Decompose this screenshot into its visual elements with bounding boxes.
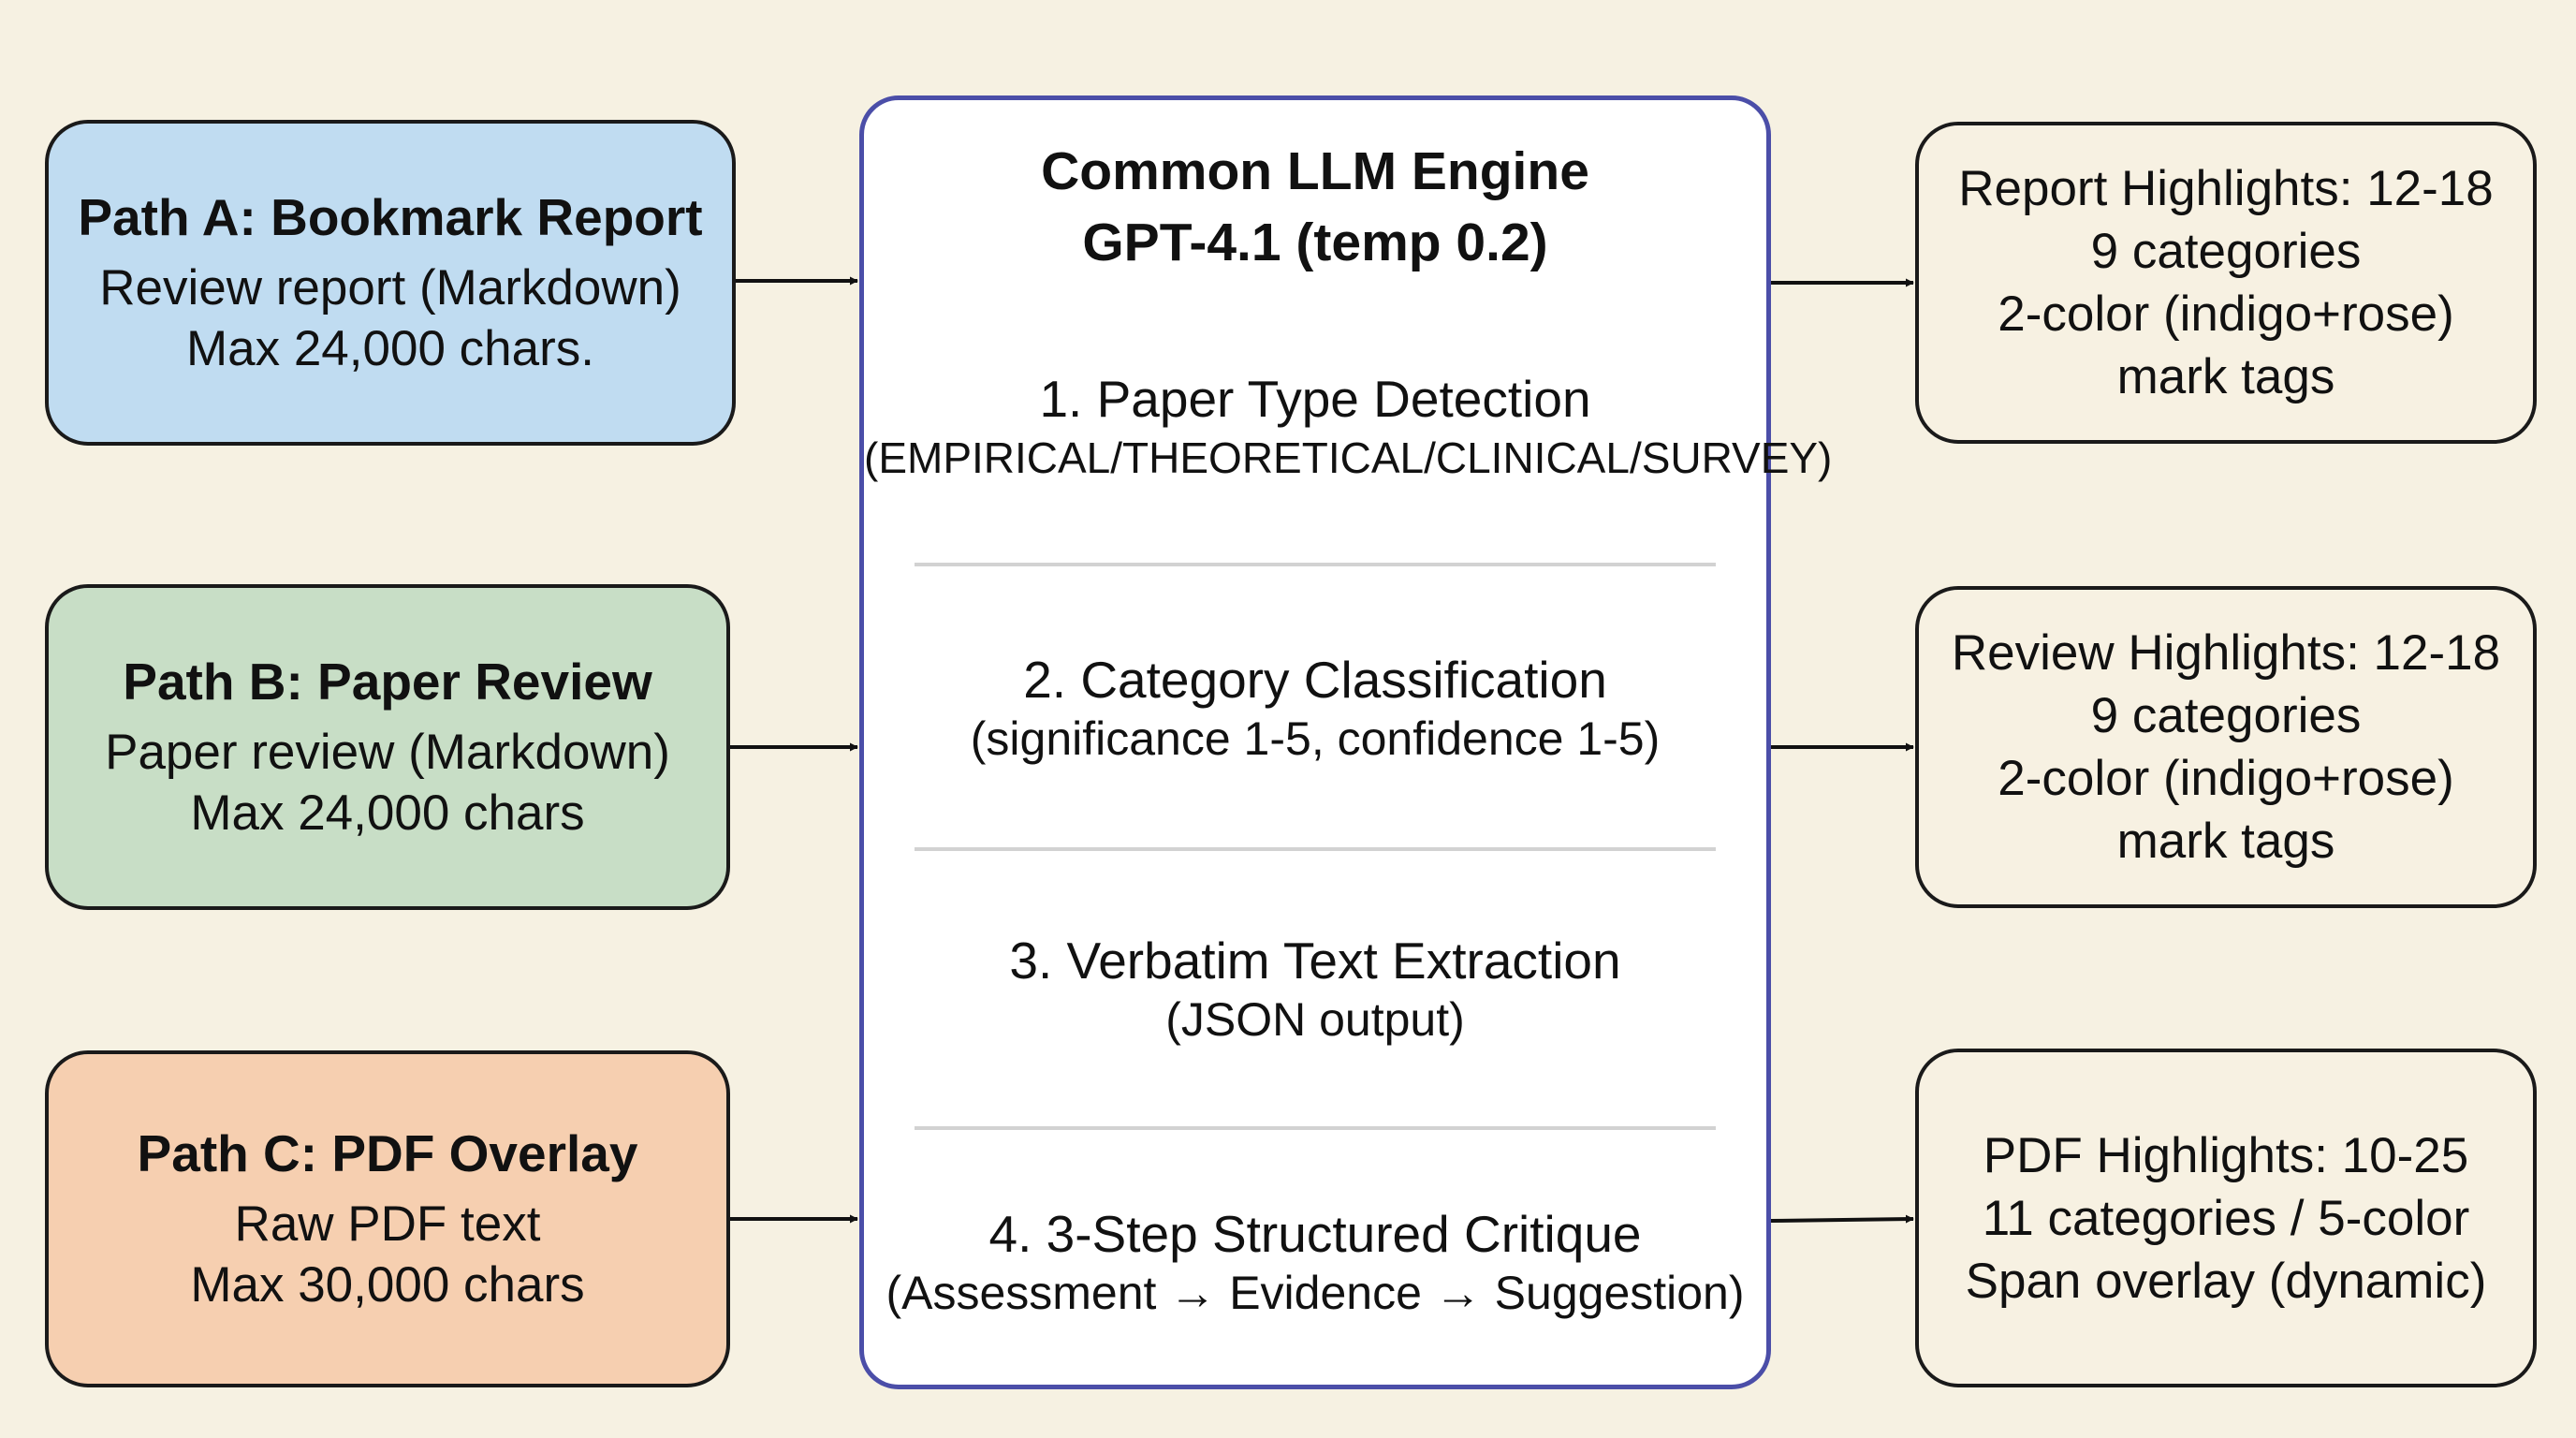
llm-engine-box: Common LLM Engine GPT-4.1 (temp 0.2) 1. … (859, 95, 1833, 1389)
engine-step-2: 2. Category Classification (significance… (864, 649, 1766, 767)
pdf-line-1: PDF Highlights: 10-25 (1983, 1127, 2469, 1183)
path-a-line-1: Review report (Markdown) (99, 260, 681, 315)
path-b-line-1: Paper review (Markdown) (105, 725, 670, 780)
step-4-title: 4. 3-Step Structured Critique (988, 1205, 1642, 1263)
step-divider (915, 1126, 1716, 1130)
review-highlights-box: Review Highlights: 12-18 9 categories 2-… (1915, 586, 2537, 908)
report-line-1: Report Highlights: 12-18 (1958, 161, 2494, 216)
report-line-3: 2-color (indigo+rose) (1998, 286, 2454, 342)
review-line-3: 2-color (indigo+rose) (1998, 751, 2454, 806)
review-line-4: mark tags (2116, 814, 2335, 869)
engine-step-4: 4. 3-Step Structured Critique (Assessmen… (864, 1203, 1766, 1321)
pdf-line-2: 11 categories / 5-color (1982, 1190, 2470, 1246)
engine-title: Common LLM Engine (1041, 141, 1589, 201)
path-c-title: Path C: PDF Overlay (137, 1124, 638, 1182)
step-2-detail: (significance 1-5, confidence 1-5) (970, 712, 1661, 765)
engine-step-3: 3. Verbatim Text Extraction (JSON output… (864, 930, 1766, 1048)
path-b-line-2: Max 24,000 chars (190, 785, 585, 841)
step-4-detail: (Assessment → Evidence → Suggestion) (886, 1267, 1745, 1319)
pdf-highlights-box: PDF Highlights: 10-25 11 categories / 5-… (1915, 1049, 2537, 1387)
step-divider (915, 563, 1716, 566)
report-line-4: mark tags (2116, 349, 2335, 404)
step-3-title: 3. Verbatim Text Extraction (1009, 932, 1621, 990)
report-highlights-box: Report Highlights: 12-18 9 categories 2-… (1915, 122, 2537, 444)
path-c-line-1: Raw PDF text (234, 1196, 541, 1252)
step-3-detail: (JSON output) (1165, 993, 1465, 1046)
step-1-title: 1. Paper Type Detection (1039, 370, 1591, 428)
path-c-line-2: Max 30,000 chars (190, 1257, 585, 1313)
step-divider (915, 847, 1716, 851)
review-line-1: Review Highlights: 12-18 (1951, 625, 2501, 681)
step-2-title: 2. Category Classification (1023, 651, 1607, 709)
engine-model: GPT-4.1 (temp 0.2) (1082, 213, 1548, 272)
path-a-title: Path A: Bookmark Report (78, 188, 703, 246)
path-b-title: Path B: Paper Review (123, 653, 652, 711)
pdf-line-3: Span overlay (dynamic) (1965, 1253, 2487, 1309)
path-c-box: Path C: PDF Overlay Raw PDF text Max 30,… (45, 1050, 730, 1387)
path-a-line-2: Max 24,000 chars. (185, 321, 594, 376)
review-line-2: 9 categories (2090, 688, 2362, 743)
engine-step-1: 1. Paper Type Detection (EMPIRICAL/THEOR… (864, 368, 1833, 486)
path-a-box: Path A: Bookmark Report Review report (M… (45, 120, 736, 446)
step-1-detail: (EMPIRICAL/THEORETICAL/CLINICAL/SURVEY) (864, 433, 1833, 482)
path-b-box: Path B: Paper Review Paper review (Markd… (45, 584, 730, 910)
arrow-engine-to-pdf (1770, 1214, 1914, 1224)
report-line-2: 9 categories (2090, 224, 2362, 279)
